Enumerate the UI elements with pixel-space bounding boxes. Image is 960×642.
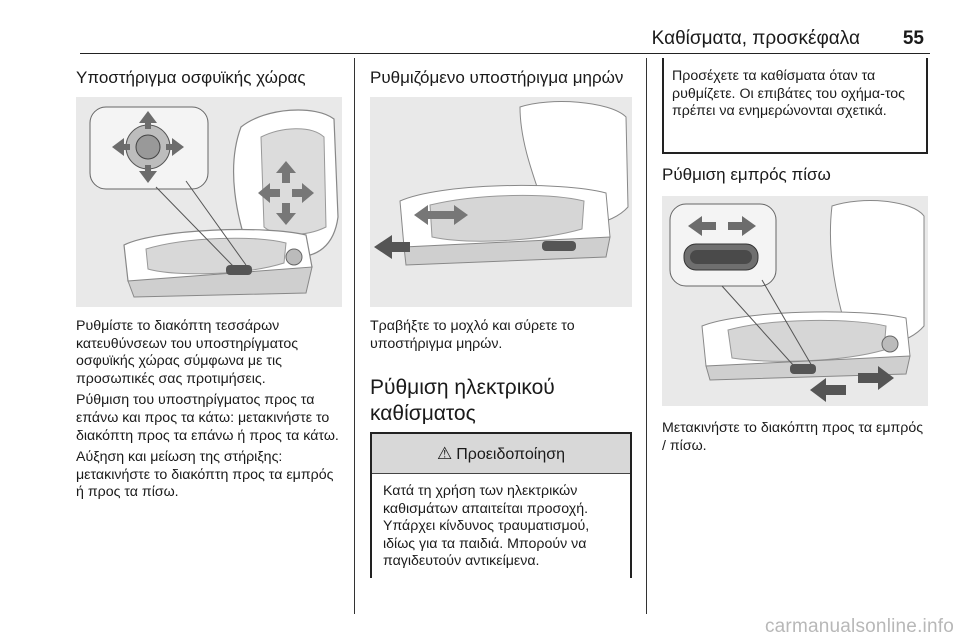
page-number: 55 — [902, 28, 924, 49]
watermark: carmanualsonline.info — [764, 616, 954, 637]
lumbar-paragraph: Ρυθμίστε το διακόπτη τεσσάρων κατευθύνσε… — [76, 318, 299, 387]
power-seat-heading-line2: καθίσματος — [370, 402, 476, 426]
thigh-support-paragraph: Τραβήξτε το μοχλό και σύρετε το υποστήρι… — [370, 318, 575, 352]
fore-aft-illustration — [662, 196, 928, 406]
power-seat-heading-line1: Ρύθμιση ηλεκτρικού — [370, 376, 555, 400]
lumbar-heading: Υποστήριγμα οσφυϊκής χώρας — [76, 68, 306, 87]
column-divider — [646, 58, 647, 614]
thigh-support-illustration — [370, 97, 632, 307]
lumbar-paragraph: Αύξηση και μείωση της στήριξης: μετακινή… — [76, 449, 334, 501]
warning-title: Προειδοποίηση — [456, 446, 565, 463]
warning-box: ⚠Προειδοποίηση Κατά τη χρήση των ηλεκτρι… — [370, 432, 632, 578]
column-fore-aft: Προσέχετε τα καθίσματα όταν τα ρυθμίζετε… — [662, 58, 928, 455]
warning-header: ⚠Προειδοποίηση — [372, 434, 630, 474]
thigh-support-heading: Ρυθμιζόμενο υποστήριγμα μηρών — [370, 68, 624, 87]
fore-aft-heading: Ρύθμιση εμπρός πίσω — [662, 165, 831, 184]
header-title: Καθίσματα, προσκέφαλα — [651, 28, 860, 49]
warning-continuation-box: Προσέχετε τα καθίσματα όταν τα ρυθμίζετε… — [662, 58, 928, 154]
seat-fore-aft-drawing — [662, 196, 928, 406]
lumbar-support-illustration — [76, 97, 342, 307]
power-seat-heading: Ρύθμιση ηλεκτρικού καθίσματος — [370, 375, 632, 427]
column-lumbar-support: Υποστήριγμα οσφυϊκής χώρας — [76, 58, 342, 502]
page-header: Καθίσματα, προσκέφαλα 55 — [60, 0, 930, 58]
seat-thigh-drawing — [370, 97, 632, 307]
header-rule — [80, 53, 930, 54]
seat-lumbar-drawing — [76, 97, 342, 307]
column-thigh-support: Ρυθμιζόμενο υποστήριγμα μηρών Τραβήξτε τ… — [370, 58, 632, 578]
column-divider — [354, 58, 355, 614]
fore-aft-paragraph: Μετακινήστε το διακόπτη προς τα εμπρός /… — [662, 420, 924, 454]
warning-text: Κατά τη χρήση των ηλεκτρικών καθισμάτων … — [383, 483, 590, 570]
lumbar-paragraph: Ρύθμιση του υποστηρίγματος προς τα επάνω… — [76, 392, 339, 444]
warning-triangle-icon: ⚠ — [436, 444, 453, 463]
